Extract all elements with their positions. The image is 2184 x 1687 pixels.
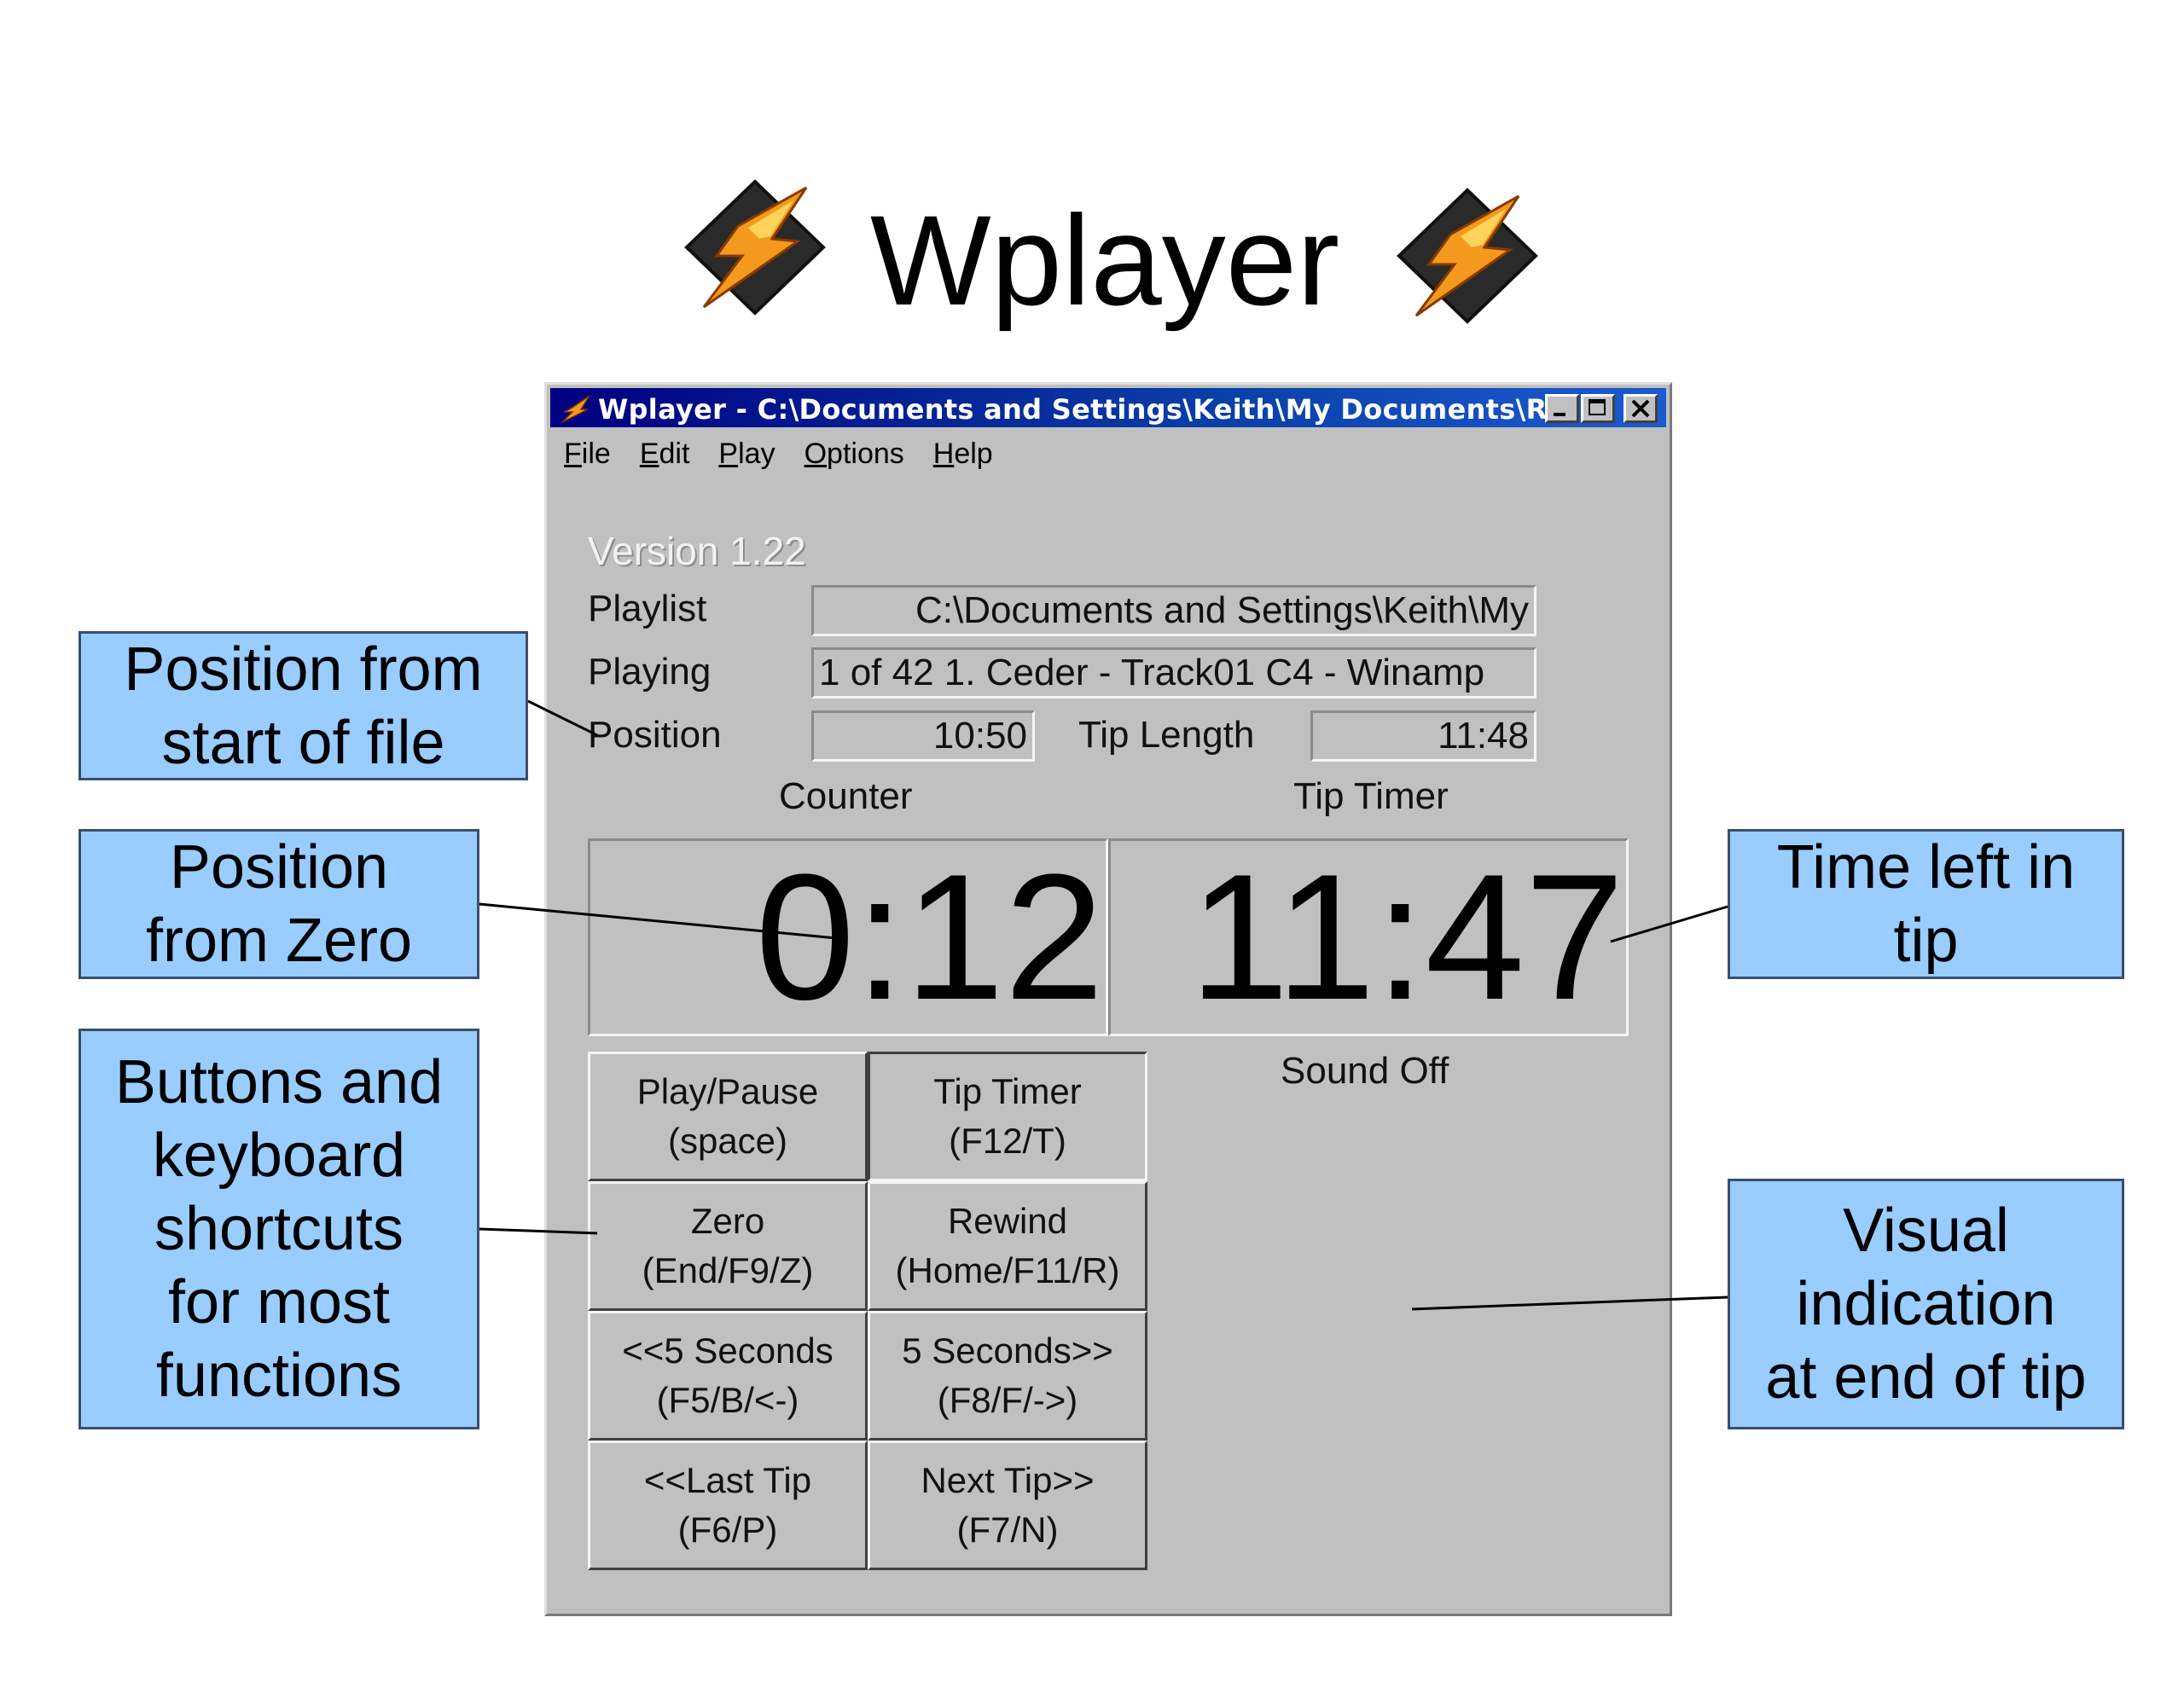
callout-line: indication — [1796, 1270, 2056, 1338]
close-icon — [1631, 399, 1650, 418]
lightning-logo-icon — [1397, 188, 1538, 324]
button-label: Play/Pause — [636, 1071, 819, 1111]
menu-options[interactable]: Options — [804, 438, 904, 470]
callout-line: tip — [1893, 907, 1959, 975]
forward-5-seconds-button[interactable]: 5 Seconds>> (F8/F/->) — [868, 1311, 1147, 1441]
menu-play[interactable]: Play — [718, 438, 775, 470]
button-shortcut: (Home/F11/R) — [895, 1250, 1120, 1290]
callout-buttons-shortcuts: Buttons and keyboard shortcuts for most … — [78, 1029, 479, 1429]
last-tip-button[interactable]: <<Last Tip (F6/P) — [588, 1441, 868, 1570]
tip-timer-display: 11:47 — [1108, 838, 1629, 1036]
button-shortcut: (space) — [667, 1121, 788, 1161]
callout-line: functions — [155, 1342, 403, 1410]
minimize-icon — [1554, 413, 1565, 416]
tip-timer-label: Tip Timer — [1293, 775, 1449, 817]
button-shortcut: (F8/F/->) — [937, 1380, 1078, 1420]
close-button[interactable] — [1623, 394, 1658, 423]
lightning-logo-icon — [684, 179, 826, 316]
minimize-button[interactable] — [1545, 394, 1579, 423]
callout-position-from-start: Position from start of file — [78, 631, 528, 780]
app-icon — [561, 395, 590, 423]
menu-edit[interactable]: Edit — [639, 438, 690, 470]
menu-bar: File Edit Play Options Help — [564, 438, 993, 475]
callout-line: from Zero — [145, 907, 413, 975]
maximize-icon — [1589, 399, 1606, 415]
playlist-label: Playlist — [588, 588, 707, 629]
callout-line: start of file — [161, 708, 445, 777]
window-title: Wplayer - C:\Documents and Settings\Keit… — [598, 393, 1562, 426]
counter-display: 0:12 — [588, 838, 1108, 1036]
callout-line: shortcuts — [154, 1195, 404, 1263]
callout-line: Position from — [124, 635, 483, 704]
rewind-button[interactable]: Rewind (Home/F11/R) — [868, 1181, 1147, 1311]
playing-field[interactable]: 1 of 42 1. Ceder - Track01 C4 - Winamp — [811, 647, 1536, 699]
back-5-seconds-button[interactable]: <<5 Seconds (F5/B/<-) — [588, 1311, 868, 1441]
position-label: Position — [588, 714, 722, 756]
maximize-button[interactable] — [1581, 394, 1615, 423]
version-label: Version 1.22 — [588, 529, 806, 573]
button-shortcut: (F12/T) — [949, 1121, 1066, 1161]
callout-line: Visual — [1843, 1197, 2009, 1265]
button-label: 5 Seconds>> — [902, 1330, 1113, 1371]
tip-timer-button[interactable]: Tip Timer (F12/T) — [868, 1052, 1147, 1181]
callout-line: at end of tip — [1765, 1343, 2087, 1412]
button-shortcut: (End/F9/Z) — [642, 1250, 814, 1290]
callout-time-left: Time left in tip — [1728, 829, 2124, 979]
app-window: Wplayer - C:\Documents and Settings\Keit… — [544, 382, 1672, 1616]
button-shortcut: (F5/B/<-) — [656, 1380, 799, 1420]
counter-label: Counter — [779, 775, 913, 817]
callout-line: keyboard — [152, 1122, 406, 1190]
callout-line: Position — [169, 833, 389, 901]
menu-file[interactable]: File — [564, 438, 611, 470]
button-label: <<Last Tip — [643, 1460, 812, 1500]
callout-position-from-zero: Position from Zero — [78, 829, 479, 979]
playlist-field[interactable]: C:\Documents and Settings\Keith\My — [811, 585, 1536, 636]
sound-status: Sound Off — [1281, 1050, 1449, 1092]
tip-length-label: Tip Length — [1078, 714, 1255, 756]
slide-title: Wplayer — [870, 188, 1340, 332]
button-label: Zero — [690, 1201, 765, 1241]
callout-visual-indication: Visual indication at end of tip — [1728, 1179, 2124, 1429]
position-field[interactable]: 10:50 — [811, 710, 1035, 762]
button-label: Rewind — [947, 1201, 1068, 1241]
callout-line: Time left in — [1776, 833, 2076, 901]
menu-help[interactable]: Help — [932, 438, 993, 470]
button-label: Next Tip>> — [921, 1460, 1095, 1500]
tip-length-field[interactable]: 11:48 — [1310, 710, 1536, 762]
callout-line: for most — [167, 1268, 391, 1336]
callout-line: Buttons and — [114, 1048, 444, 1116]
play-pause-button[interactable]: Play/Pause (space) — [588, 1052, 868, 1181]
button-label: <<5 Seconds — [622, 1330, 834, 1371]
next-tip-button[interactable]: Next Tip>> (F7/N) — [868, 1441, 1147, 1570]
button-shortcut: (F6/P) — [677, 1510, 778, 1550]
playing-label: Playing — [588, 651, 712, 693]
zero-button[interactable]: Zero (End/F9/Z) — [588, 1181, 868, 1311]
button-label: Tip Timer — [933, 1071, 1082, 1111]
title-bar[interactable]: Wplayer - C:\Documents and Settings\Keit… — [550, 388, 1666, 427]
button-shortcut: (F7/N) — [956, 1510, 1059, 1550]
